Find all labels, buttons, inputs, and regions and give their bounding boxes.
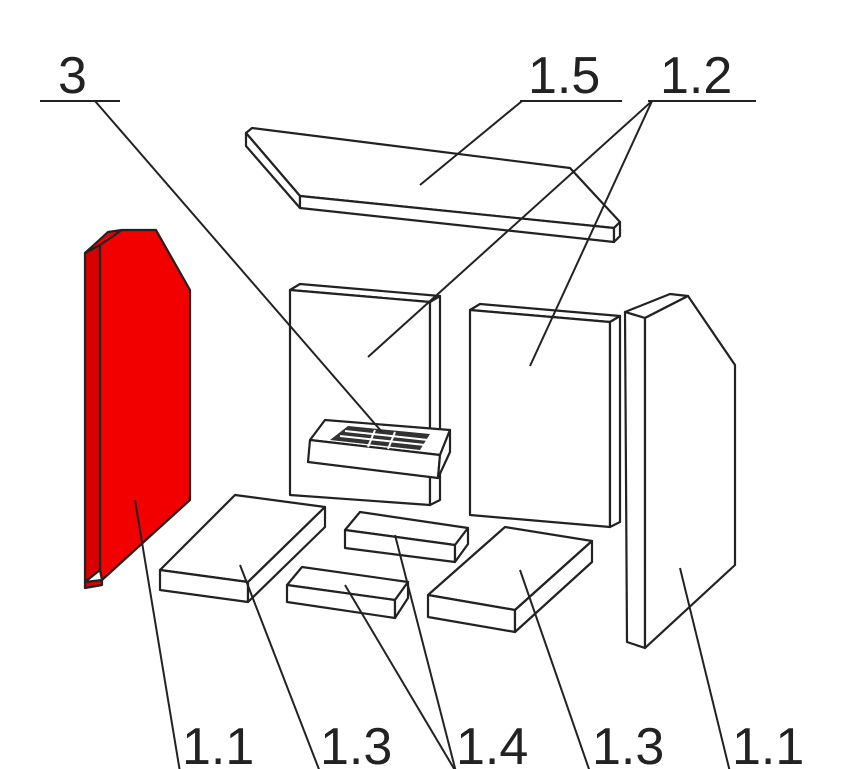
label-part-3: 3 — [58, 47, 87, 105]
part-1-3-left-brick — [158, 493, 327, 604]
part-1-2-right-panel — [468, 302, 622, 529]
label-part-1-1-left: 1.1 — [182, 718, 254, 769]
label-part-1-4: 1.4 — [456, 718, 528, 769]
label-part-1-5: 1.5 — [528, 47, 600, 105]
label-part-1-1-right: 1.1 — [732, 718, 804, 769]
part-3-grate-tray — [306, 418, 452, 480]
part-1-5-top-slab — [244, 126, 622, 244]
label-part-1-2: 1.2 — [660, 47, 732, 105]
part-1-4-brick-back — [343, 510, 470, 564]
label-part-1-3-right: 1.3 — [592, 718, 664, 769]
leader-lines — [40, 100, 756, 769]
part-1-4-brick-front — [285, 565, 410, 620]
label-part-1-3-left: 1.3 — [320, 718, 392, 769]
part-1-1-right-panel — [623, 292, 737, 650]
part-1-1-left-highlighted — [83, 228, 192, 590]
